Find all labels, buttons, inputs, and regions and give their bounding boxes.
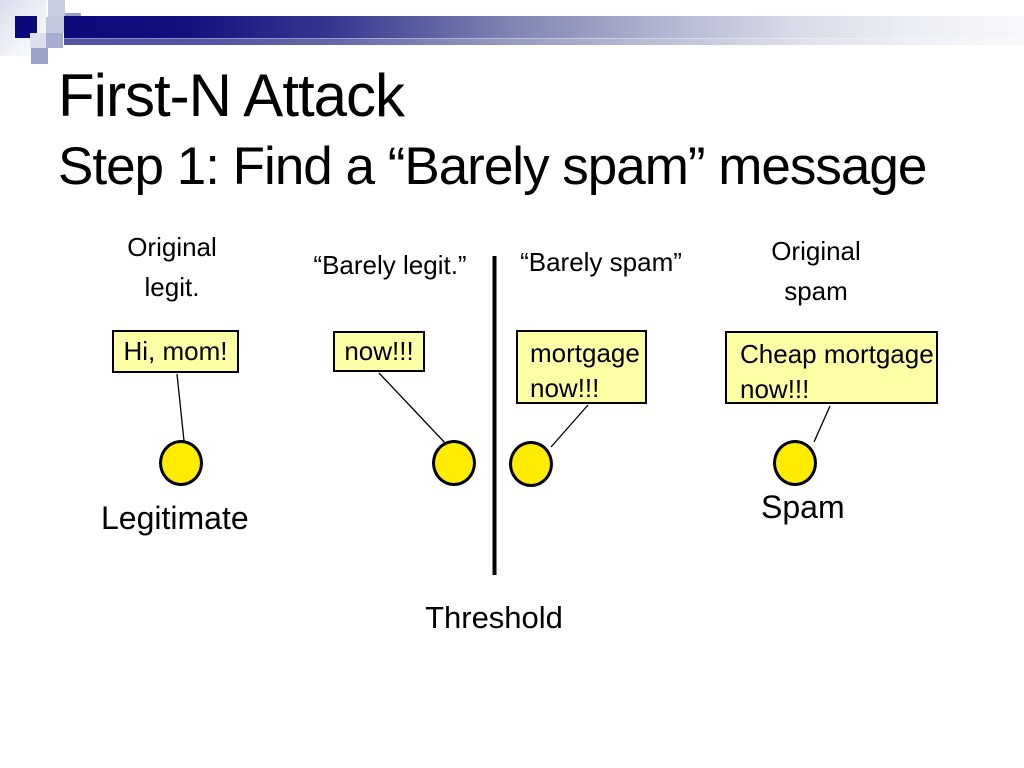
message-box-mortgage-now: mortgage now!!! bbox=[516, 330, 647, 404]
deco-square bbox=[48, 0, 65, 17]
label-original-legit: Original legit. bbox=[92, 227, 252, 307]
message-box-hi-mom: Hi, mom! bbox=[112, 330, 239, 373]
deco-square bbox=[46, 33, 63, 48]
label-line: “Barely legit.” bbox=[313, 250, 467, 280]
message-box-cheap-mortgage-now: Cheap mortgage now!!! bbox=[725, 331, 938, 404]
label-barely-spam: “Barely spam” bbox=[491, 242, 711, 282]
connector-line bbox=[378, 372, 448, 446]
message-text: now!!! bbox=[740, 374, 810, 404]
message-node-barely-legit bbox=[432, 440, 476, 486]
connector-line bbox=[176, 373, 185, 442]
label-line: “Barely spam” bbox=[520, 247, 682, 277]
connector-line bbox=[813, 405, 831, 443]
message-node-barely-spam bbox=[509, 441, 553, 487]
message-text: now!!! bbox=[530, 373, 600, 403]
message-box-now: now!!! bbox=[333, 331, 425, 372]
deco-square bbox=[15, 16, 37, 38]
connector-line bbox=[550, 404, 589, 448]
message-text: mortgage bbox=[530, 338, 640, 368]
label-threshold: Threshold bbox=[425, 600, 563, 635]
label-barely-legit: “Barely legit.” bbox=[280, 245, 500, 285]
header-gradient-bar bbox=[64, 16, 1024, 45]
deco-square bbox=[46, 17, 65, 33]
message-node-spam bbox=[773, 440, 817, 486]
message-text: now!!! bbox=[344, 336, 414, 366]
label-line: Original bbox=[771, 236, 861, 266]
deco-square bbox=[31, 48, 48, 64]
message-node-legit bbox=[159, 440, 203, 486]
deco-square bbox=[30, 33, 46, 48]
page-subtitle: Step 1: Find a “Barely spam” message bbox=[58, 137, 927, 196]
page-title: First-N Attack bbox=[58, 62, 405, 129]
message-text: Hi, mom! bbox=[123, 336, 228, 366]
label-line: spam bbox=[784, 276, 848, 306]
header-gradient-bar-strip bbox=[64, 38, 1024, 45]
message-text: Cheap mortgage bbox=[740, 339, 934, 369]
label-line: Original bbox=[127, 232, 217, 262]
label-line: legit. bbox=[144, 272, 200, 302]
label-original-spam: Original spam bbox=[736, 231, 896, 311]
label-spam: Spam bbox=[761, 489, 845, 525]
label-legitimate: Legitimate bbox=[101, 500, 249, 536]
